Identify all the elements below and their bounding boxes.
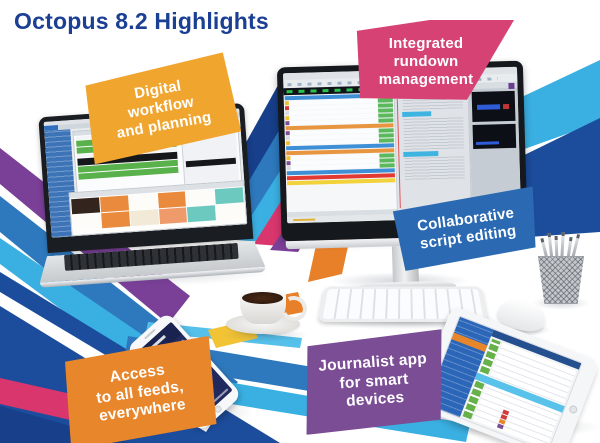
script-text	[404, 156, 465, 180]
script-tab	[403, 151, 439, 157]
banner-label: Journalist app for smart devices	[317, 349, 428, 411]
video-preview	[472, 123, 517, 150]
page-title: Octopus 8.2 Highlights	[14, 8, 269, 34]
rundown-table	[284, 92, 396, 186]
rundown-panel	[283, 85, 398, 218]
pencil-cup	[538, 256, 584, 304]
pens	[540, 230, 584, 261]
script-panel	[394, 83, 472, 215]
banner-journalist-app: Journalist app for smart devices	[300, 329, 448, 435]
banner-label: Integrated rundown management	[378, 34, 474, 89]
coffee	[242, 292, 283, 304]
tablet-home-button	[568, 404, 579, 415]
calendar-cell	[157, 191, 187, 209]
calendar-cell	[128, 193, 158, 211]
banner-label: Collaborative script editing	[416, 204, 518, 253]
calendar-cell	[158, 207, 188, 225]
script-tab	[402, 111, 432, 117]
calendar-cell	[100, 211, 130, 229]
calendar-cell	[214, 187, 244, 205]
banner-label: Digital workflow and planning	[115, 76, 213, 143]
calendar-cell	[71, 197, 100, 215]
script-text	[403, 116, 464, 138]
calendar-cell	[187, 205, 217, 223]
coffee-cup	[240, 290, 286, 324]
calendar-cell	[129, 209, 159, 227]
banner-label: Access to all feeds, everywhere	[95, 361, 187, 426]
script-text	[403, 138, 464, 150]
calendar-cell	[72, 213, 102, 231]
calendar-cell	[99, 195, 129, 213]
calendar-cell	[216, 203, 245, 221]
calendar-cell	[186, 189, 215, 207]
ribbon-shape	[0, 238, 150, 362]
video-preview	[471, 90, 516, 123]
ribbon-shape	[507, 60, 600, 152]
